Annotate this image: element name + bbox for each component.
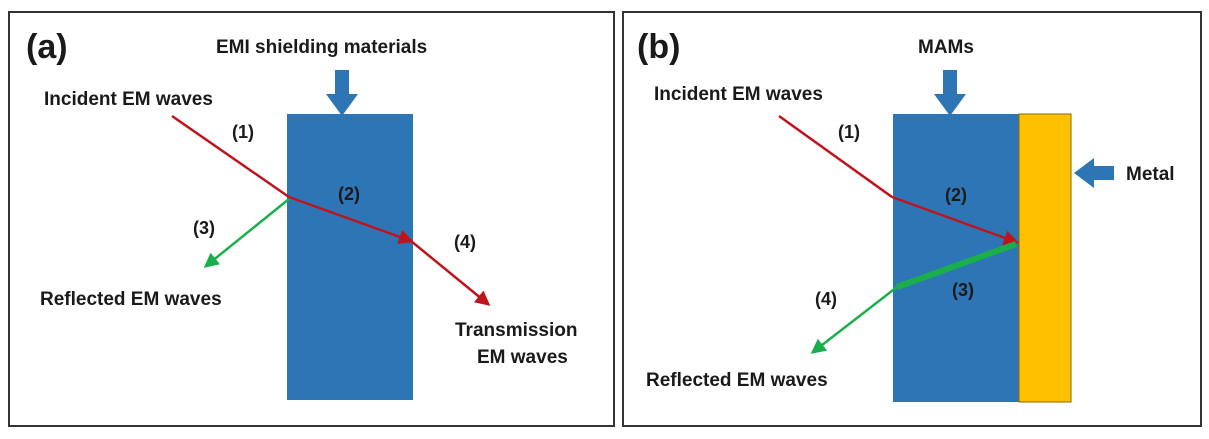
incident-wave-arrow-b bbox=[778, 114, 893, 199]
metal-slab bbox=[1018, 113, 1072, 403]
incident-wave-arrow bbox=[171, 114, 290, 199]
step-3-label: (3) bbox=[193, 218, 215, 238]
panel-b-frame bbox=[622, 11, 1202, 427]
mams-slab bbox=[893, 114, 1019, 402]
transmission-label-line1: Transmission bbox=[455, 320, 578, 341]
reflected-wave-arrow bbox=[203, 198, 290, 268]
metal-pointer-icon bbox=[1074, 158, 1114, 188]
material-pointer-icon bbox=[326, 70, 358, 116]
panel-b: (b) MAMs Metal Incident EM waves (1) (2)… bbox=[622, 11, 1202, 427]
step-3-label-b: (3) bbox=[952, 280, 974, 300]
transmitted-wave-arrow bbox=[410, 240, 491, 306]
panel-a-frame bbox=[8, 11, 615, 427]
transmission-label-line2: EM waves bbox=[477, 347, 568, 368]
step-1-label: (1) bbox=[232, 122, 254, 142]
incident-label-b: Incident EM waves bbox=[654, 84, 823, 105]
step-1-label-b: (1) bbox=[838, 122, 860, 142]
step-2-label: (2) bbox=[338, 184, 360, 204]
mams-label: MAMs bbox=[918, 37, 974, 58]
metal-label: Metal bbox=[1126, 164, 1175, 185]
shielding-slab bbox=[287, 114, 413, 400]
internal-wave-arrow-b bbox=[891, 195, 1019, 245]
panel-a: (a) EMI shielding materials Incident EM … bbox=[8, 11, 615, 427]
incident-label: Incident EM waves bbox=[44, 89, 213, 110]
absorbed-reflection-arrow bbox=[895, 241, 1018, 290]
material-label: EMI shielding materials bbox=[216, 37, 427, 58]
reflected-wave-arrow-b bbox=[810, 286, 898, 354]
panel-b-tag: (b) bbox=[637, 28, 680, 66]
step-4-label-b: (4) bbox=[815, 289, 837, 309]
reflected-label-b: Reflected EM waves bbox=[646, 370, 828, 391]
step-4-label: (4) bbox=[454, 232, 476, 252]
mams-pointer-icon bbox=[934, 70, 966, 116]
internal-wave-arrow bbox=[288, 195, 414, 244]
panel-a-tag: (a) bbox=[26, 28, 68, 66]
reflected-label: Reflected EM waves bbox=[40, 289, 222, 310]
step-2-label-b: (2) bbox=[945, 185, 967, 205]
